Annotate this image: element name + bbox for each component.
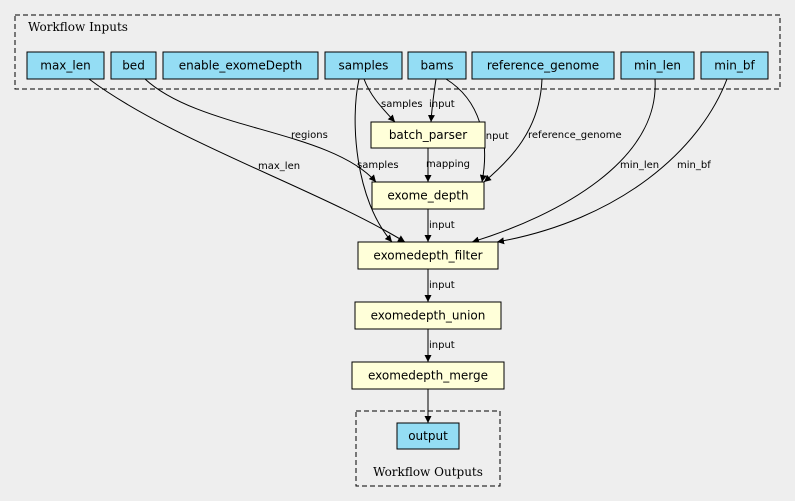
edge-label-mapping: mapping [426, 159, 470, 170]
input-node-bed[interactable]: bed [110, 51, 157, 80]
edge-label-filter-input: input [429, 280, 455, 291]
input-node-min-bf[interactable]: min_bf [700, 51, 769, 80]
svg-text:bed: bed [122, 59, 145, 73]
step-node-exomedepth-union[interactable]: exomedepth_union [354, 301, 502, 330]
svg-text:enable_exomeDepth: enable_exomeDepth [179, 59, 303, 73]
svg-text:exomedepth_merge: exomedepth_merge [368, 369, 488, 383]
svg-text:bams: bams [421, 59, 454, 73]
edge-max-len-filter [88, 78, 406, 243]
svg-text:exomedepth_union: exomedepth_union [371, 309, 486, 323]
svg-text:batch_parser: batch_parser [389, 128, 467, 142]
edge-label-bams-input: input [429, 99, 455, 110]
edge-bams-batch-parser [427, 78, 437, 123]
edge-label-samples-filter: samples [357, 160, 399, 171]
edge-label-reference-genome: reference_genome [528, 130, 622, 141]
edge-label-union-input: input [429, 340, 455, 351]
edge-label-bams-exome-input: input [483, 131, 509, 142]
svg-text:output: output [408, 429, 448, 443]
edge-min-bf-filter [496, 78, 728, 245]
step-node-exomedepth-filter[interactable]: exomedepth_filter [357, 241, 499, 270]
input-node-reference-genome[interactable]: reference_genome [471, 51, 615, 80]
svg-text:min_len: min_len [634, 59, 681, 73]
input-node-enable-exomedepth[interactable]: enable_exomeDepth [162, 51, 319, 80]
svg-text:reference_genome: reference_genome [487, 59, 599, 73]
output-node-output[interactable]: output [396, 422, 460, 450]
svg-text:exome_depth: exome_depth [387, 189, 468, 203]
svg-text:min_bf: min_bf [714, 59, 755, 73]
step-node-batch-parser[interactable]: batch_parser [370, 121, 486, 149]
svg-text:max_len: max_len [40, 59, 90, 73]
edge-samples-batch-parser [363, 78, 396, 123]
edge-label-exome-input: input [429, 220, 455, 231]
edge-bed-exome-depth [144, 78, 377, 183]
svg-text:samples: samples [339, 59, 389, 73]
edge-label-regions: regions [291, 130, 328, 141]
workflow-outputs-label: Workflow Outputs [373, 465, 483, 479]
edge-label-min-len: min_len [620, 160, 659, 171]
edge-label-max-len: max_len [258, 161, 300, 172]
step-node-exome-depth[interactable]: exome_depth [371, 181, 485, 210]
edge-reference-exome-depth [483, 78, 543, 183]
workflow-inputs-cluster [14, 14, 781, 90]
workflow-inputs-label: Workflow Inputs [28, 20, 128, 34]
input-node-bams[interactable]: bams [407, 51, 467, 80]
step-node-exomedepth-merge[interactable]: exomedepth_merge [351, 361, 505, 390]
edge-label-samples: samples [381, 99, 423, 110]
svg-text:exomedepth_filter: exomedepth_filter [373, 249, 482, 263]
edge-min-len-filter [471, 78, 656, 244]
input-node-max-len[interactable]: max_len [26, 51, 105, 80]
edge-label-min-bf: min_bf [677, 160, 711, 171]
input-node-samples[interactable]: samples [324, 51, 403, 80]
edge-samples-filter [354, 78, 393, 243]
input-node-min-len[interactable]: min_len [620, 51, 695, 80]
